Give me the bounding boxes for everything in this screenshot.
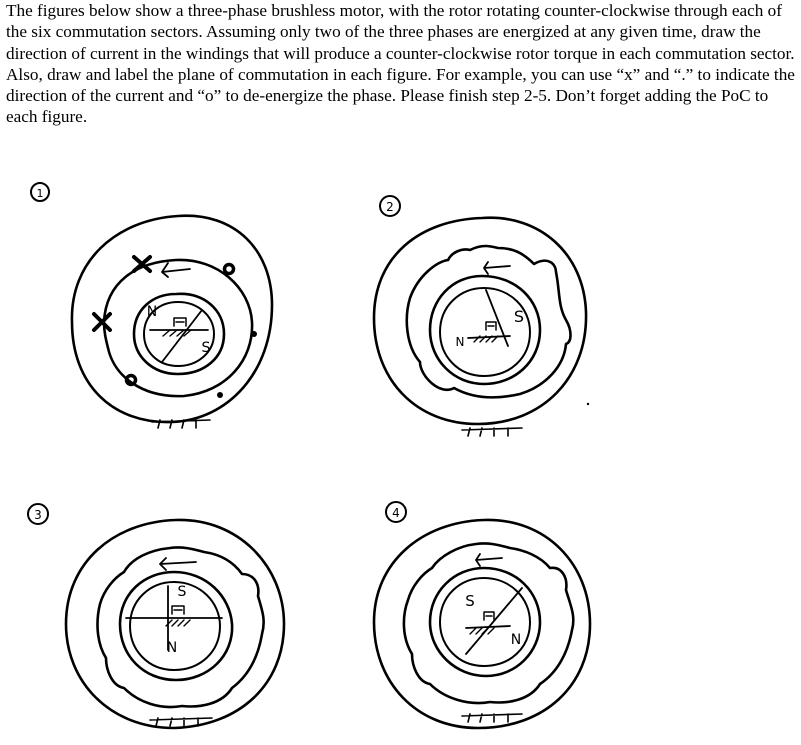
- figure-2-number: 2: [386, 200, 394, 214]
- figure-3-pole-a: S: [178, 584, 187, 600]
- figure-4-pole-a: S: [465, 592, 475, 610]
- figure-2-pole-b: S: [514, 307, 524, 326]
- figure-2: 2 N S: [372, 195, 590, 437]
- figure-3: 3 S N: [27, 503, 286, 730]
- figure-3-number: 3: [34, 508, 42, 522]
- figure-4: 4 S N: [372, 501, 592, 730]
- figure-4-pole-b: N: [511, 632, 521, 648]
- figure-1-pole-b: S: [202, 340, 211, 356]
- question-text: The figures below show a three-phase bru…: [6, 1, 795, 127]
- figure-1-number: 1: [37, 187, 44, 200]
- figure-2-pole-a: N: [456, 335, 465, 349]
- figure-1: 1 N S: [30, 182, 274, 429]
- figure-1-pole-a: N: [147, 304, 157, 320]
- figure-3-pole-b: N: [167, 640, 177, 656]
- figure-4-number: 4: [392, 506, 400, 520]
